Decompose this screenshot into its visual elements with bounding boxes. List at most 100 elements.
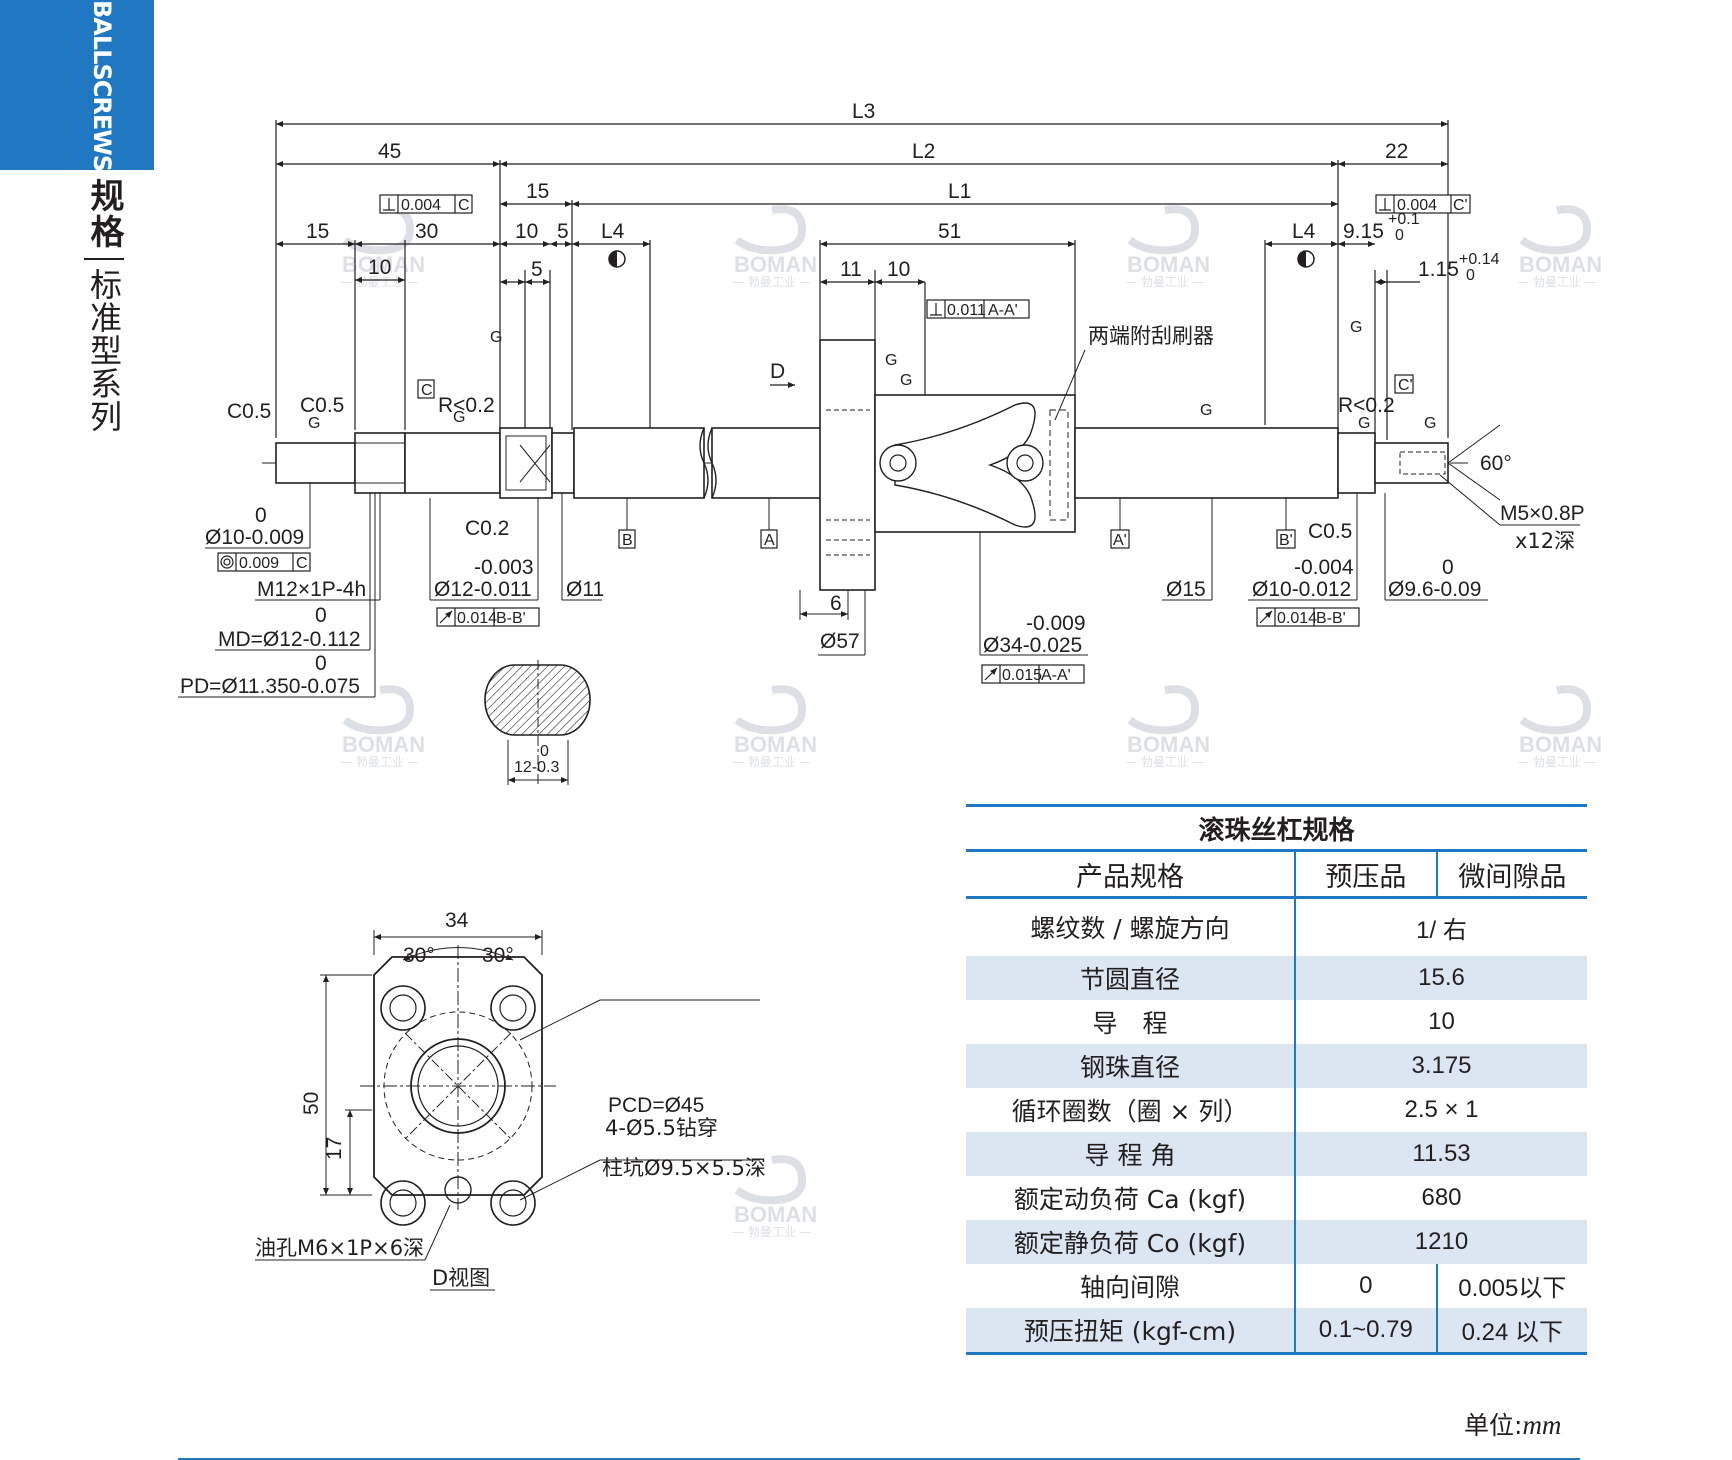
row-value: 1/ 右 [1416, 916, 1467, 944]
row-micro: 0.24 以下 [1435, 1307, 1587, 1355]
dim-9-15-lower: 0 [1395, 227, 1404, 244]
dia10: Ø10-0.009 [205, 526, 304, 549]
finish-g-6: G [1424, 415, 1436, 432]
dim-22: 22 [1385, 140, 1408, 163]
dim-15a: 15 [306, 220, 329, 243]
shaft-annotations: C0.5 C0.5 R<0.2 R<0.2 C0.5 C0.2 60° D 两端… [227, 319, 1512, 549]
dia96: Ø9.6-0.09 [1388, 578, 1481, 601]
row-value: 10 [1428, 1007, 1455, 1035]
table-row: 额定静负荷 Co (kgf) 1210 [966, 1219, 1587, 1264]
dia11: Ø11 [566, 578, 604, 601]
finish-g-9: G [885, 352, 897, 369]
watermark-cn: — 勃曼工业 — [1517, 755, 1597, 769]
dim-10a: 10 [368, 256, 391, 279]
watermark-brand: BOMAN [342, 252, 425, 277]
pd-upper: 0 [315, 652, 327, 675]
spec-table: 滚珠丝杠规格 产品规格 预压品 微间隙品 螺纹数 / 螺旋方向 1/ 右 节圆直… [966, 804, 1587, 1355]
watermark-brand: BOMAN [1519, 732, 1602, 757]
md-upper: 0 [315, 604, 327, 627]
section-view: 0 12-0.3 [484, 664, 591, 785]
side-title: 规格 [84, 178, 124, 250]
dim-45: 45 [378, 140, 401, 163]
side-subtitle: 标准型系列 [85, 268, 123, 433]
row-value: 11.53 [1295, 1131, 1587, 1176]
flange-texts: 34 30° 30° 50 17 PCD=Ø45 4-Ø5.5钻穿 柱坑Ø9.5… [255, 909, 766, 1290]
dim-51: 51 [938, 220, 961, 243]
footer-divider [178, 1458, 1580, 1460]
lower-dim-texts: 0 Ø10-0.009 M12×1P-4h 0 MD=Ø12-0.112 0 P… [180, 502, 1585, 698]
tol-014a: 0.014 [457, 610, 497, 627]
view-d-label: D [770, 360, 785, 383]
flange-a30a: 30° [403, 944, 435, 967]
tolerance-frames [217, 194, 1471, 684]
watermark-brand: BOMAN [342, 732, 425, 757]
finish-g-1: G [308, 415, 320, 432]
watermark-cn: — 勃曼工业 — [1125, 275, 1205, 289]
tol-015: 0.015 [1002, 667, 1042, 684]
watermark-cn: — 勃曼工业 — [732, 275, 812, 289]
watermark-cn: — 勃曼工业 — [1517, 275, 1597, 289]
dim-10c: 10 [887, 258, 910, 281]
row-value: 680 [1421, 1183, 1462, 1211]
table-row: 导 程 角 11.53 [966, 1131, 1587, 1176]
dim-1-15-lower: 0 [1466, 267, 1475, 284]
flange-h50: 50 [300, 1092, 323, 1115]
flange-title: D视图 [432, 1266, 490, 1290]
dia34-upper: -0.009 [1026, 612, 1086, 635]
row-label: 螺纹数 / 螺旋方向 [966, 897, 1296, 956]
radius-r02-left: R<0.2 [438, 394, 495, 417]
table-row: 循环圈数（圈 × 列） 2.5 × 1 [966, 1087, 1587, 1132]
row-label: 预压扭矩 (kgf-cm) [966, 1307, 1296, 1355]
unit-note: 单位:mm [1464, 1406, 1561, 1442]
finish-g-2: G [453, 409, 465, 426]
md: MD=Ø12-0.112 [218, 628, 361, 651]
watermark-cn: — 勃曼工业 — [340, 755, 420, 769]
dia10b-upper: -0.004 [1294, 556, 1354, 579]
pd: PD=Ø11.350-0.075 [180, 675, 360, 698]
flange-w34: 34 [445, 909, 469, 932]
finish-g-4: G [1200, 402, 1212, 419]
table-row: 轴向间隙 0 0.005以下 [966, 1263, 1587, 1308]
row-label: 导 程 角 [966, 1131, 1296, 1176]
header-preload: 预压品 [1295, 850, 1437, 899]
ballscrew-drawing: BOMAN — 勃曼工业 — BOMAN — 勃曼工业 — BOMAN — 勃曼… [178, 100, 1602, 1291]
datum-b: B [622, 532, 633, 549]
dim-l2: L2 [912, 140, 935, 163]
dim-5b: 5 [531, 258, 543, 281]
watermark-brand: BOMAN [734, 1202, 817, 1227]
tol-014b: 0.014 [1277, 610, 1317, 627]
unit-label: 单位: [1464, 1411, 1523, 1440]
dim-10b: 10 [515, 220, 538, 243]
tol-004b: 0.004 [1397, 197, 1437, 214]
tolerance-values: 0.004 C 0.004 C' 0.011 A-A' 0.009 C 0.01… [220, 197, 1468, 684]
header-product: 产品规格 [966, 850, 1296, 899]
dia12-upper: -0.003 [474, 556, 534, 579]
row-preload: 0.1~0.79 [1295, 1307, 1437, 1355]
datum-c2: C' [1398, 377, 1413, 394]
row-value: 2.5 × 1 [1404, 1095, 1479, 1123]
dim-9-15-upper: +0.1 [1388, 211, 1420, 228]
side-tab-label: BALLSCREWS [88, 0, 116, 171]
dia12: Ø12-0.011 [434, 578, 532, 601]
section-dim: 12-0.3 [514, 759, 559, 776]
datum-c: C [421, 382, 433, 399]
dimension-texts: L3 45 L2 22 15 L1 15 30 10 5 L4 51 L4 9.… [306, 100, 1500, 284]
dia96-upper: 0 [1442, 556, 1454, 579]
chamfer-c05-right: C0.5 [1308, 520, 1352, 543]
watermark-cn: — 勃曼工业 — [732, 1225, 812, 1239]
dim-l1: L1 [948, 180, 971, 203]
tol-011: 0.011 [947, 302, 986, 319]
dia10-upper: 0 [255, 504, 267, 527]
row-label: 额定动负荷 Ca (kgf) [966, 1175, 1296, 1220]
finish-g-5: G [1358, 415, 1370, 432]
finish-g-7: G [490, 329, 502, 346]
dim-6: 6 [830, 592, 842, 615]
unit-value: mm [1522, 1410, 1562, 1440]
dim-1-15-upper: +0.14 [1459, 251, 1500, 268]
watermark-brand: BOMAN [1127, 732, 1210, 757]
header-micro: 微间隙品 [1435, 850, 1587, 899]
dia34: Ø34-0.025 [983, 634, 1082, 657]
dia57: Ø57 [820, 630, 860, 653]
angle-60: 60° [1480, 452, 1512, 475]
tol-015-ref: A-A' [1041, 667, 1071, 684]
